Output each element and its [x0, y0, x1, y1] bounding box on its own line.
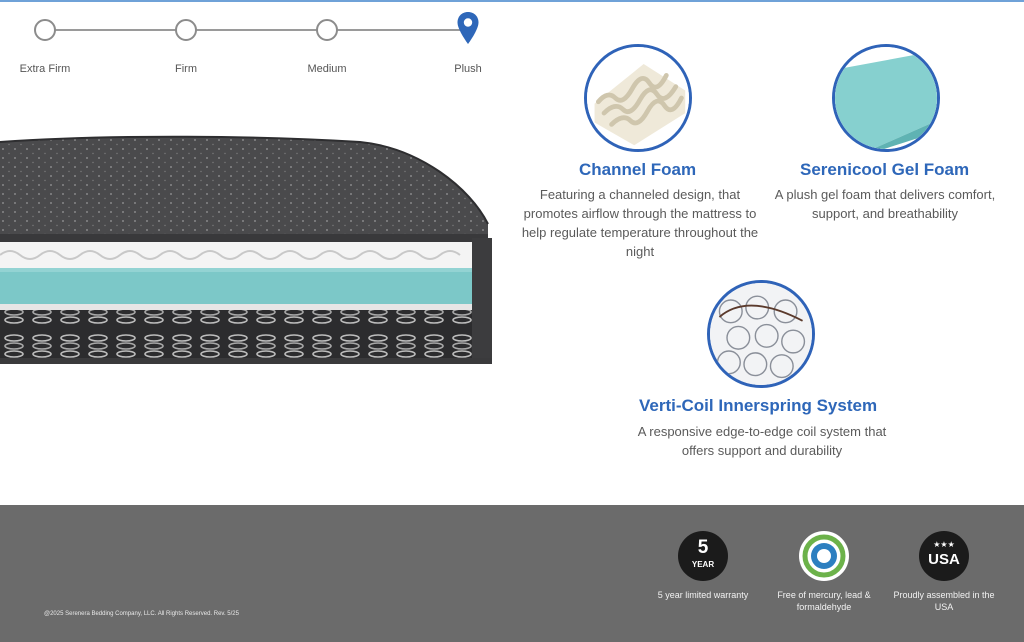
- footer-bar: [0, 505, 1024, 642]
- location-pin-icon: [457, 12, 479, 44]
- feature-description: A plush gel foam that delivers comfort, …: [774, 187, 996, 221]
- copyright-text: @2025 Serenera Bedding Company, LLC. All…: [44, 611, 239, 617]
- usa-icon: ★★★ USA: [919, 531, 969, 581]
- mattress-cutaway-image: [0, 135, 492, 364]
- usa-icon-text: USA: [928, 551, 960, 568]
- warranty-icon-number: 5: [697, 537, 709, 558]
- feature-title: Verti-Coil Innerspring System: [639, 396, 878, 415]
- scale-stop-firm[interactable]: [175, 19, 197, 41]
- scale-label-plush: Plush: [454, 63, 482, 75]
- badge-label: Proudly assembled in the USA: [893, 590, 995, 612]
- scale-track: [44, 29, 468, 31]
- badge-label: Free of mercury, lead & formaldehyde: [777, 590, 871, 612]
- usa-icon-stars: ★★★: [933, 540, 955, 549]
- feature-description: Featuring a channeled design, that promo…: [521, 187, 759, 259]
- feature-title: Serenicool Gel Foam: [800, 160, 970, 179]
- coil-system-image: [707, 280, 815, 388]
- feature-description: A responsive edge-to-edge coil system th…: [637, 424, 887, 458]
- warranty-icon-unit: YEAR: [691, 560, 715, 569]
- gel-foam-image: [832, 44, 940, 152]
- scale-stop-extra-firm[interactable]: [34, 19, 56, 41]
- top-rule: [0, 0, 1024, 2]
- scale-label-firm: Firm: [175, 63, 197, 75]
- certipur-icon: [799, 531, 849, 581]
- firmness-scale: Extra Firm Firm Medium Plush: [0, 0, 500, 90]
- warranty-icon: 5 YEAR: [678, 531, 728, 581]
- scale-stop-medium[interactable]: [316, 19, 338, 41]
- channel-foam-image: [584, 44, 692, 152]
- badge-label: 5 year limited warranty: [657, 590, 749, 600]
- scale-label-extra-firm: Extra Firm: [19, 63, 71, 75]
- scale-label-medium: Medium: [307, 63, 347, 75]
- feature-title: Channel Foam: [579, 160, 697, 179]
